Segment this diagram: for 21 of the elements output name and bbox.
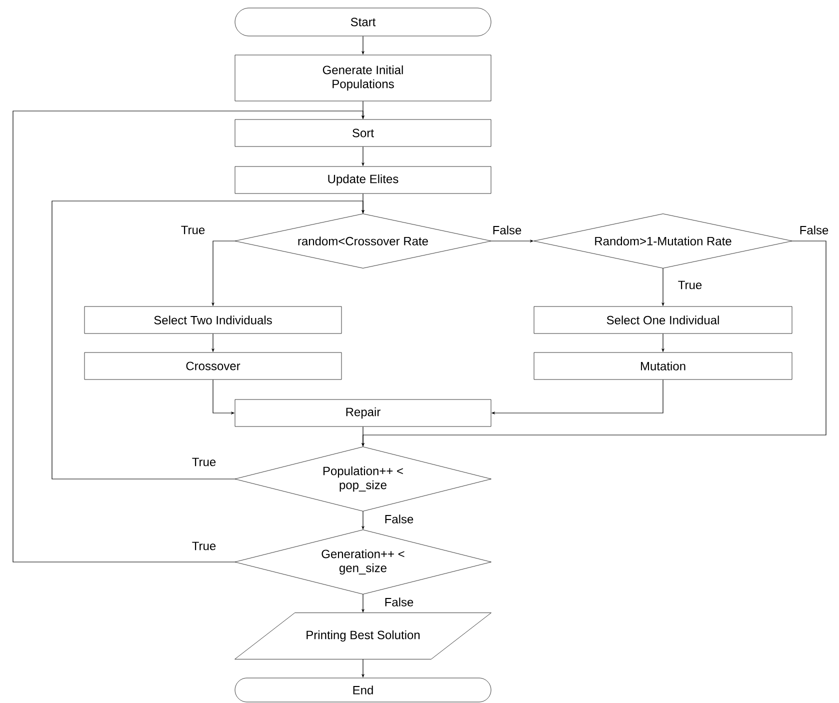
process-box: Mutation xyxy=(534,352,792,380)
edge-label: True xyxy=(192,542,216,550)
arrow xyxy=(12,110,365,562)
edge-label: False xyxy=(493,226,522,234)
edge-label: False xyxy=(385,598,414,606)
start-terminal: Start xyxy=(234,8,492,36)
edge-label: False xyxy=(385,514,414,524)
process-box: Repair xyxy=(234,399,492,427)
process-box: Generate Initial Populations xyxy=(234,54,492,102)
edge-label: True xyxy=(181,226,205,234)
process-box: Select Two Individuals xyxy=(84,306,342,334)
output-parallelogram: Printing Best Solution xyxy=(234,612,492,660)
process-box: Sort xyxy=(234,119,492,147)
arrow xyxy=(52,200,365,480)
edge-label: True xyxy=(192,458,216,466)
edge-label: False xyxy=(800,226,828,234)
edge-label: True xyxy=(678,280,702,290)
process-box: Crossover xyxy=(84,352,342,380)
process-box: Update Elites xyxy=(234,166,492,194)
end-terminal: End xyxy=(234,678,492,702)
process-box: Select One Individual xyxy=(534,306,792,334)
